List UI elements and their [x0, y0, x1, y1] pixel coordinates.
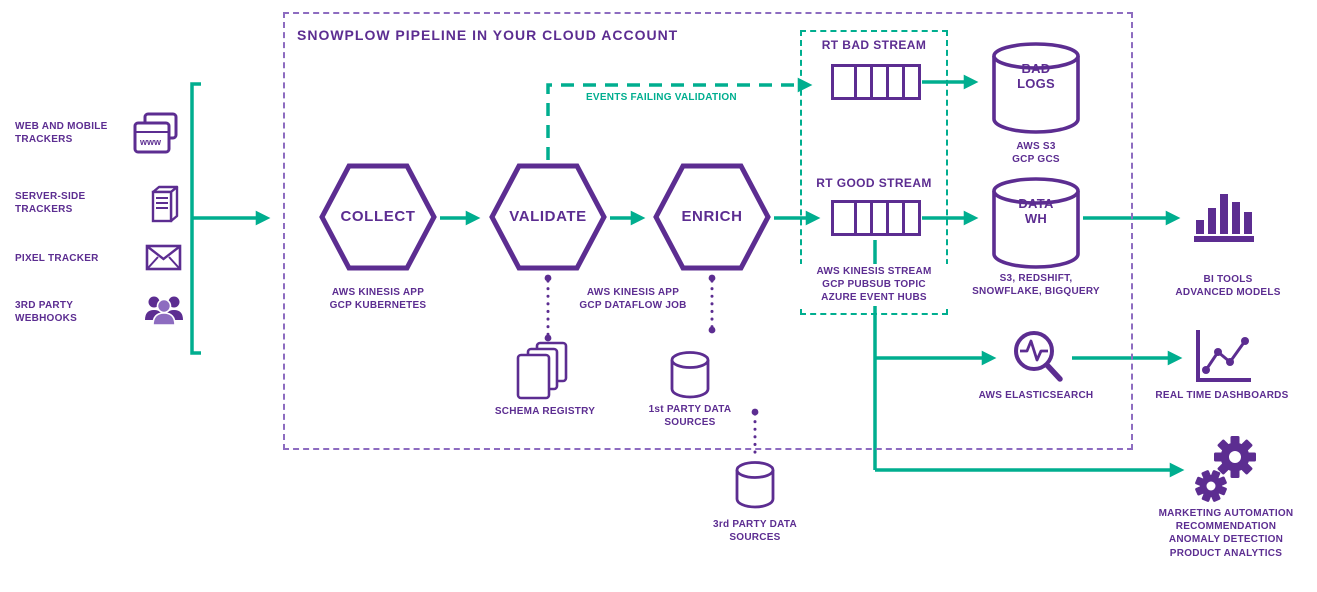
elasticsearch-caption: AWS ELASTICSEARCH: [978, 390, 1094, 401]
first-party-caption: 1st PARTY DATA SOURCES: [648, 404, 732, 429]
line-chart-icon: [1196, 330, 1251, 382]
server-icon: [151, 185, 179, 223]
validate-hexagon: [489, 163, 607, 271]
svg-text:www: www: [139, 137, 162, 147]
stream-group-box: [800, 30, 948, 315]
data-wh-cylinder-icon: [992, 177, 1080, 269]
stream-tech-caption: AWS KINESIS STREAM GCP PUBSUB TOPIC AZUR…: [800, 264, 948, 306]
stage-enrich: ENRICH: [681, 208, 743, 226]
sources-bracket: [190, 82, 201, 355]
stage-validate: VALIDATE: [509, 208, 587, 226]
first-party-cylinder-icon: [670, 351, 710, 399]
third-party-caption: 3rd PARTY DATA SOURCES: [713, 519, 797, 544]
data-wh-caption: S3, REDSHIFT, SNOWFLAKE, BIGQUERY: [972, 273, 1100, 298]
bar-chart-icon: [1194, 194, 1254, 242]
data-wh-label: DATA WH: [1018, 196, 1054, 226]
pipeline-title: SNOWPLOW PIPELINE IN YOUR CLOUD ACCOUNT: [297, 27, 679, 43]
validate-caption: AWS KINESIS APP GCP DATAFLOW JOB: [579, 287, 687, 312]
bad-logs-cylinder-icon: [992, 42, 1080, 134]
gears-icon: [1195, 436, 1256, 502]
failed-events-path: [546, 77, 813, 160]
collect-hexagon: [319, 163, 437, 271]
browser-icon: www: [133, 112, 178, 154]
webhooks-people-icon: [145, 296, 183, 326]
schema-registry-icon: [516, 341, 568, 400]
third-party-cylinder-icon: [735, 461, 775, 509]
elasticsearch-icon: [1014, 331, 1063, 382]
collect-caption: AWS KINESIS APP GCP KUBERNETES: [329, 287, 427, 312]
activation-caption: MARKETING AUTOMATION RECOMMENDATION ANOM…: [1158, 508, 1294, 559]
enrich-hexagon: [653, 163, 771, 271]
envelope-icon: [145, 244, 182, 271]
label-web-mobile-trackers: WEB AND MOBILE TRACKERS: [15, 121, 108, 146]
label-3rd-party-webhooks: 3RD PARTY WEBHOOKS: [15, 300, 77, 325]
schema-registry-caption: SCHEMA REGISTRY: [494, 406, 596, 417]
label-pixel-tracker: PIXEL TRACKER: [15, 253, 99, 264]
failing-validation-label: EVENTS FAILING VALIDATION: [586, 92, 737, 103]
pipeline-boundary-box: [283, 12, 1133, 450]
label-server-side-trackers: SERVER-SIDE TRACKERS: [15, 191, 86, 216]
bad-logs-label: BAD LOGS: [1017, 61, 1055, 91]
bad-stream-queue-icon: [831, 64, 921, 100]
rt-good-stream-label: RT GOOD STREAM: [816, 176, 932, 190]
rt-bad-stream-label: RT BAD STREAM: [821, 38, 927, 52]
dashboards-caption: REAL TIME DASHBOARDS: [1155, 390, 1289, 401]
bad-logs-caption: AWS S3 GCP GCS: [1012, 141, 1060, 166]
bi-tools-caption: BI TOOLS ADVANCED MODELS: [1175, 274, 1281, 299]
good-stream-queue-icon: [831, 200, 921, 236]
stage-collect: COLLECT: [340, 208, 416, 226]
